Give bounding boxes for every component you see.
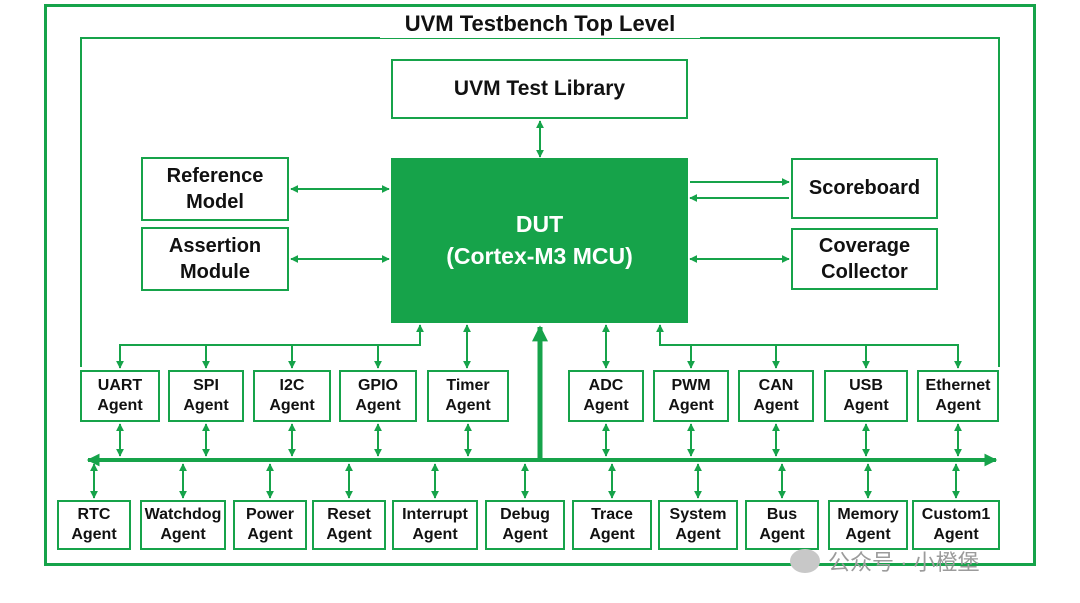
agent-label: PWM Agent xyxy=(668,377,714,414)
bottom-agent-box: Trace Agent xyxy=(572,500,652,550)
agent-label: RTC Agent xyxy=(71,506,117,543)
scoreboard-label: Scoreboard xyxy=(808,177,921,199)
top-agent-box: UART Agent xyxy=(80,370,160,422)
top-agent-box: Ethernet Agent xyxy=(917,370,999,422)
top-agent-box: USB Agent xyxy=(824,370,908,422)
bottom-agent-box: RTC Agent xyxy=(57,500,131,550)
bottom-agent-box: Debug Agent xyxy=(485,500,565,550)
agent-label: System Agent xyxy=(669,506,727,543)
agent-label: Debug Agent xyxy=(500,506,550,543)
agent-label: USB Agent xyxy=(843,377,889,414)
coverage-collector-label: Coverage Collector xyxy=(818,235,911,283)
ethernet-connector xyxy=(656,324,962,369)
agent-label: CAN Agent xyxy=(753,377,799,414)
reference-model-box: Reference Model xyxy=(141,157,289,221)
top-agent-box: PWM Agent xyxy=(653,370,729,422)
diagram-title: UVM Testbench Top Level xyxy=(380,10,700,38)
top-agent-box: CAN Agent xyxy=(738,370,814,422)
agent-label: Trace Agent xyxy=(589,506,635,543)
agent-label: UART Agent xyxy=(97,377,143,414)
agent-label: SPI Agent xyxy=(183,377,229,414)
agent-label: I2C Agent xyxy=(269,377,315,414)
agent-label: Power Agent xyxy=(245,506,294,543)
coverage-collector-box: Coverage Collector xyxy=(791,228,938,290)
bottom-agent-box: Bus Agent xyxy=(745,500,819,550)
agent-label: ADC Agent xyxy=(583,377,629,414)
agent-label: Timer Agent xyxy=(445,377,491,414)
agent-label: Bus Agent xyxy=(759,506,805,543)
top-agent-box: SPI Agent xyxy=(168,370,244,422)
top-agent-box: GPIO Agent xyxy=(339,370,417,422)
wechat-icon xyxy=(790,549,820,573)
top-agent-box: I2C Agent xyxy=(253,370,331,422)
top-agent-box: ADC Agent xyxy=(568,370,644,422)
top-agent-box: Timer Agent xyxy=(427,370,509,422)
agent-label: Ethernet Agent xyxy=(925,377,991,414)
agent-label: GPIO Agent xyxy=(355,377,401,414)
assertion-module-label: Assertion Module xyxy=(168,235,262,283)
bottom-agent-box: Reset Agent xyxy=(312,500,386,550)
bottom-agent-box: Memory Agent xyxy=(828,500,908,550)
watermark: 公众号 · 小橙堡 xyxy=(790,546,980,576)
agent-label: Reset Agent xyxy=(326,506,372,543)
agent-label: Interrupt Agent xyxy=(402,506,468,543)
reference-model-label: Reference Model xyxy=(166,165,264,213)
inner-frame xyxy=(80,37,1000,367)
dut-block: DUT (Cortex-M3 MCU) xyxy=(391,158,688,323)
outer-frame xyxy=(44,4,1036,566)
agent-label: Custom1 Agent xyxy=(921,506,991,543)
agent-label: Watchdog Agent xyxy=(144,506,222,543)
bottom-agent-box: Custom1 Agent xyxy=(912,500,1000,550)
assertion-module-box: Assertion Module xyxy=(141,227,289,291)
bottom-agent-box: Watchdog Agent xyxy=(140,500,226,550)
scoreboard-box: Scoreboard xyxy=(791,158,938,219)
watermark-text: 公众号 · 小橙堡 xyxy=(828,550,980,575)
test-library-label: UVM Test Library xyxy=(453,77,626,100)
test-library-box: UVM Test Library xyxy=(391,59,688,119)
bottom-agent-box: Power Agent xyxy=(233,500,307,550)
uart-connector xyxy=(116,324,424,369)
agent-label: Memory Agent xyxy=(837,506,899,543)
bottom-agent-box: Interrupt Agent xyxy=(392,500,478,550)
bottom-agent-box: System Agent xyxy=(658,500,738,550)
